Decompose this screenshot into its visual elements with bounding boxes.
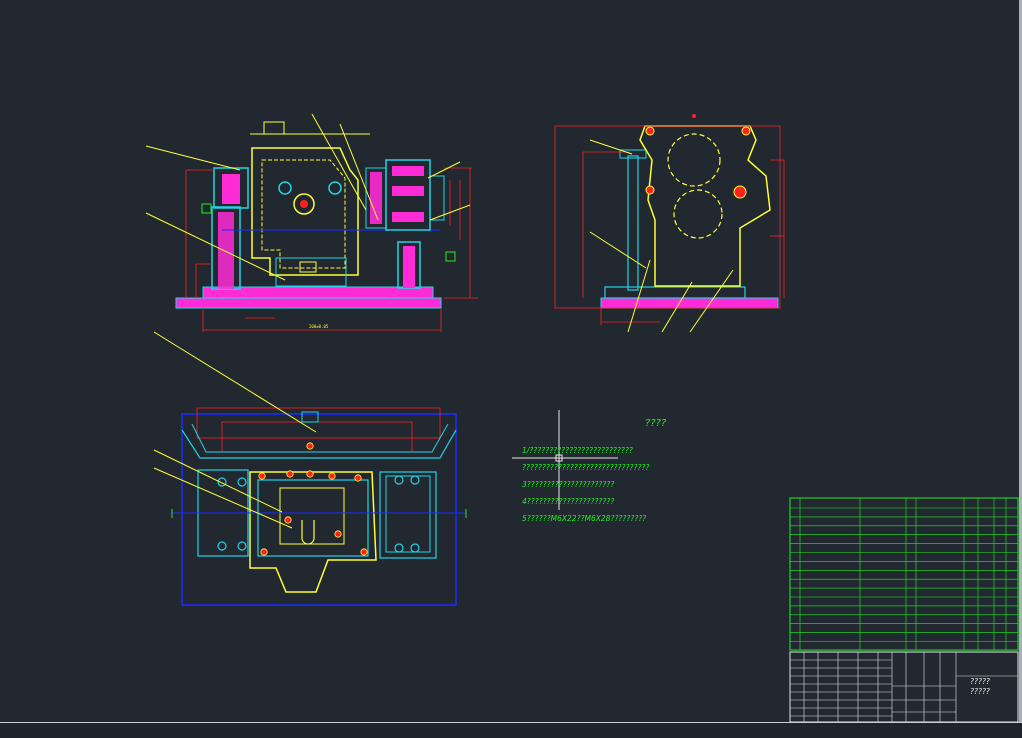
- side-bore-lower: [673, 189, 723, 239]
- top-slot: [301, 520, 315, 545]
- ucs-icon: [512, 410, 618, 510]
- base-block: [202, 286, 434, 299]
- right-support-fill: [403, 246, 415, 288]
- bore-right: [328, 181, 342, 195]
- left-clamp-fill: [222, 174, 240, 204]
- status-bar: [0, 722, 1022, 738]
- top-base-outline: [181, 413, 457, 606]
- top-bolt-4: [237, 541, 247, 551]
- top-rail: [181, 429, 457, 459]
- side-housing-outline: [639, 125, 771, 287]
- side-dimensions: [554, 125, 785, 325]
- top-leaders: [153, 331, 317, 529]
- top-bolt-1: [217, 477, 227, 487]
- base-plate: [175, 297, 442, 309]
- top-bolt-3: [237, 477, 247, 487]
- side-leaders: [589, 139, 734, 333]
- title-block-name-1: ?????: [970, 677, 990, 686]
- top-bolt-8: [410, 543, 420, 553]
- window-right-edge: [1019, 0, 1022, 722]
- right-cap: [429, 175, 445, 221]
- side-base-block: [604, 286, 746, 299]
- note-5: 5??????M6X22??M6X28?????????: [522, 514, 646, 523]
- title-block-grid: [790, 652, 1018, 722]
- top-bolt-5: [394, 475, 404, 485]
- dim-label-overall: 200±0.05: [309, 324, 329, 329]
- front-view[interactable]: 200±0.05: [145, 113, 478, 332]
- title-block-name-2: ?????: [970, 687, 990, 696]
- top-key: [301, 411, 319, 423]
- inner-fixture: [275, 257, 347, 287]
- top-right-block-inner: [385, 475, 431, 553]
- parts-list-grid: [790, 498, 1018, 650]
- note-1: 1/??????????????????????????: [522, 446, 633, 455]
- title-block-frame: [789, 651, 1019, 722]
- cad-drawing-canvas[interactable]: 200±0.05: [0, 0, 1019, 722]
- note-4: 4??????????????????????: [522, 497, 614, 506]
- note-3: 3??????????????????????: [522, 480, 614, 489]
- right-clamp-bar-2: [392, 186, 424, 196]
- top-fixture: [257, 479, 369, 557]
- right-block-fill: [370, 172, 382, 224]
- top-dimension-frame-inner: [221, 421, 413, 453]
- side-upright: [627, 155, 639, 291]
- technical-notes: ???? 1/?????????????????????????? ??????…: [522, 418, 667, 523]
- side-hole-1: [645, 126, 655, 136]
- bore-left: [278, 181, 292, 195]
- parts-list[interactable]: [789, 497, 1019, 651]
- side-hole-3: [645, 185, 655, 195]
- front-dimensions: [185, 167, 478, 332]
- left-support-fill: [218, 212, 234, 289]
- housing-inner: [261, 159, 346, 269]
- top-bolt-2: [217, 541, 227, 551]
- note-2: ????????????????????????????????: [522, 463, 649, 472]
- right-clamp-bar-3: [392, 212, 424, 222]
- datum-box-a: [201, 203, 212, 214]
- top-bolt-7: [394, 543, 404, 553]
- top-right-block: [379, 471, 437, 559]
- notes-title: ????: [645, 418, 667, 429]
- top-lug: [263, 121, 285, 135]
- right-block: [365, 167, 387, 229]
- top-rail-inner: [191, 423, 449, 453]
- title-block[interactable]: ????? ?????: [789, 651, 1019, 722]
- right-clamp-bar-1: [392, 166, 424, 176]
- main-bore-center: [300, 200, 308, 208]
- top-view[interactable]: [153, 331, 467, 606]
- front-leaders: [145, 113, 471, 281]
- side-hole-2: [741, 126, 751, 136]
- main-bore: [293, 193, 315, 215]
- side-view[interactable]: [554, 114, 785, 333]
- side-top-mark: [692, 114, 696, 118]
- top-housing: [249, 471, 377, 593]
- parts-list-frame: [789, 497, 1019, 651]
- side-base-plate: [600, 297, 779, 309]
- side-upright-cap: [619, 149, 647, 159]
- side-hole-4: [733, 185, 747, 199]
- top-dimension-frame: [196, 407, 441, 439]
- inner-fixture-key: [299, 261, 317, 273]
- side-bore-upper: [667, 133, 721, 187]
- top-bolts-red: [258, 442, 368, 556]
- top-fixture-inner: [279, 487, 345, 545]
- top-bolt-6: [410, 475, 420, 485]
- datum-box-b: [445, 251, 456, 262]
- housing-outline: [251, 147, 359, 276]
